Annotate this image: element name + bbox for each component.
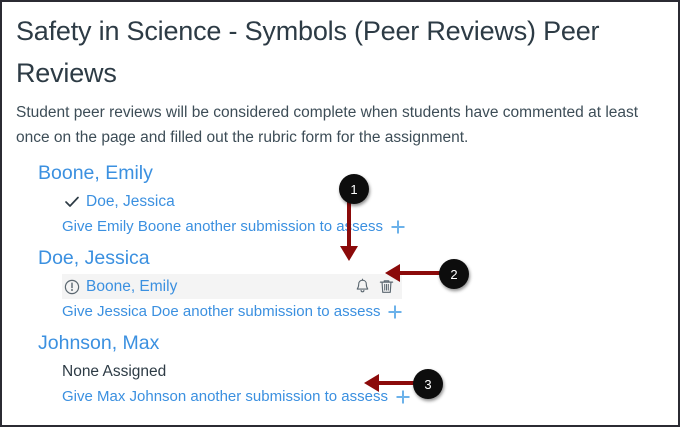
annotation-marker-1: 1 (339, 174, 369, 204)
annotation-arrow-3 (364, 374, 420, 397)
annotation-arrow-2 (385, 264, 445, 287)
annotation-marker-2: 2 (439, 259, 469, 289)
row-action-icons (353, 277, 396, 296)
add-peer-review-row: Give Emily Boone another submission to a… (62, 215, 656, 239)
assignee-name-link[interactable]: Boone, Emily (86, 277, 178, 295)
annotation-marker-3: 3 (413, 369, 443, 399)
student-name-link[interactable]: Johnson, Max (38, 332, 160, 354)
student-block: Boone, Emily Doe, Jessica Give Emily Boo… (16, 158, 656, 239)
assignee-row: None Assigned (62, 359, 402, 384)
page-description: Student peer reviews will be considered … (16, 104, 639, 146)
plus-icon[interactable] (394, 388, 412, 406)
student-name-link[interactable]: Doe, Jessica (38, 247, 150, 269)
add-peer-review-row: Give Max Johnson another submission to a… (62, 385, 656, 409)
student-name-link[interactable]: Boone, Emily (38, 162, 153, 184)
bell-icon[interactable] (353, 277, 372, 296)
add-peer-review-link[interactable]: Give Emily Boone another submission to a… (62, 218, 383, 235)
assignee-row[interactable]: Doe, Jessica (62, 189, 402, 214)
student-block: Johnson, Max None Assigned Give Max John… (16, 328, 656, 409)
add-peer-review-link[interactable]: Give Jessica Doe another submission to a… (62, 303, 381, 320)
assignee-row[interactable]: Boone, Emily (62, 274, 402, 299)
add-peer-review-row: Give Jessica Doe another submission to a… (62, 300, 656, 324)
check-icon (62, 192, 82, 212)
add-peer-review-link[interactable]: Give Max Johnson another submission to a… (62, 388, 388, 405)
assignee-list: Boone, Emily (16, 274, 656, 299)
plus-icon[interactable] (386, 303, 404, 321)
annotation-arrow-1 (340, 198, 365, 264)
page-title: Safety in Science - Symbols (Peer Review… (16, 16, 600, 88)
none-assigned-label: None Assigned (62, 362, 167, 380)
assignee-name-link[interactable]: Doe, Jessica (86, 192, 175, 210)
student-block: Doe, Jessica Boone, Emily (16, 243, 656, 324)
plus-icon[interactable] (389, 218, 407, 236)
assignee-list: Doe, Jessica (16, 189, 656, 214)
page-content: Safety in Science - Symbols (Peer Review… (16, 10, 656, 413)
warning-icon (62, 277, 82, 297)
assignee-list: None Assigned (16, 359, 656, 384)
